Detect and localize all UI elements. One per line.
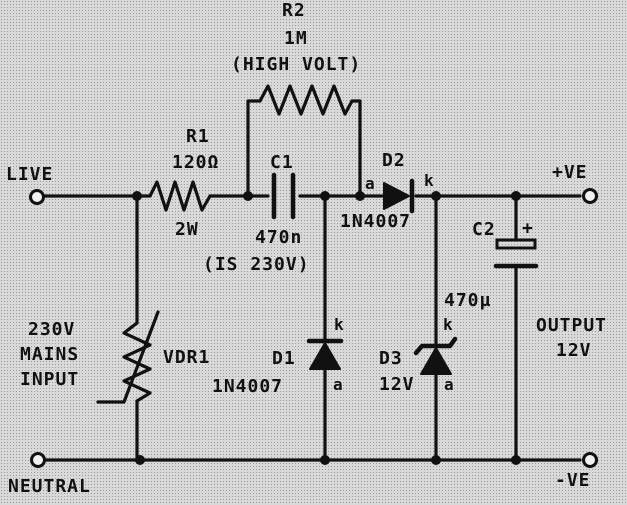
d3-zener — [413, 194, 458, 462]
output-line1-label: OUTPUT — [536, 315, 607, 336]
d3-cathode-label: k — [443, 315, 454, 334]
d1-anode-label: a — [333, 375, 344, 394]
live-label: LIVE — [6, 164, 53, 185]
c1-capacitor — [271, 172, 296, 220]
mains-line2-label: MAINS — [20, 344, 79, 365]
d3-anode-label: a — [444, 375, 455, 394]
d1-type-label: 1N4007 — [212, 376, 283, 397]
r2-note-label: (HIGH VOLT) — [231, 54, 361, 75]
c1-value-label: 470n — [255, 227, 302, 248]
d2-diode — [383, 178, 415, 214]
r2-resistor — [246, 84, 362, 198]
r2-value-label: 1M — [284, 28, 308, 49]
pos-terminal — [582, 188, 598, 204]
c1-name-label: C1 — [270, 152, 294, 173]
d3-type-label: 12V — [379, 374, 415, 395]
d2-type-label: 1N4007 — [340, 211, 411, 232]
c2-value-label: 470µ — [444, 290, 491, 311]
c2-capacitor — [493, 194, 539, 462]
d3-name-label: D3 — [379, 348, 403, 369]
neg-terminal — [582, 452, 598, 468]
r1-power-label: 2W — [175, 219, 199, 240]
c2-plus-label: + — [522, 218, 534, 239]
d2-name-label: D2 — [382, 150, 406, 171]
r1-resistor — [148, 180, 212, 212]
vdr1-name-label: VDR1 — [163, 347, 210, 368]
r1-name-label: R1 — [186, 126, 210, 147]
vdr1-varistor — [96, 194, 160, 462]
neutral-terminal — [30, 452, 46, 468]
neg-label: -VE — [555, 470, 591, 491]
d1-cathode-label: k — [334, 315, 345, 334]
c2-name-label: C2 — [472, 219, 496, 240]
mains-line3-label: INPUT — [20, 369, 79, 390]
c1-note-label: (IS 230V) — [203, 254, 310, 275]
d1-name-label: D1 — [272, 348, 296, 369]
mains-line1-label: 230V — [28, 319, 75, 340]
r2-name-label: R2 — [282, 0, 306, 21]
r1-value-label: 120Ω — [172, 152, 219, 173]
d2-anode-label: a — [365, 174, 376, 193]
d2-cathode-label: k — [424, 171, 435, 190]
output-line2-label: 12V — [556, 340, 592, 361]
neutral-label: NEUTRAL — [8, 476, 91, 497]
live-terminal — [29, 189, 45, 205]
d1-diode — [306, 194, 344, 462]
pos-label: +VE — [552, 162, 588, 183]
